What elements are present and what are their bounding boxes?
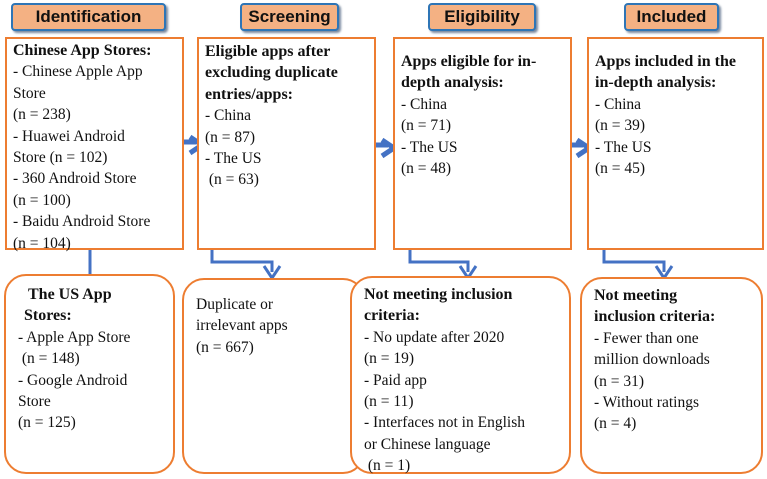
box-title: excluding duplicate: [205, 64, 338, 82]
list-item: - 360 Android Store: [13, 170, 137, 188]
list-item: - The US: [595, 138, 652, 156]
list-item: - The US: [205, 150, 262, 168]
list-item: (n = 11): [364, 393, 414, 411]
list-item: (n = 125): [18, 414, 76, 432]
list-item: - No update after 2020: [364, 328, 505, 346]
list-item: (n = 45): [595, 160, 646, 178]
list-item: (n = 238): [13, 106, 71, 124]
list-item: - Chinese Apple App: [13, 63, 143, 81]
us-app-stores-box: The US App Stores: - Apple App Store (n …: [4, 274, 175, 474]
list-item: (n = 87): [205, 128, 256, 146]
arrow-screening-excluded: [210, 248, 274, 272]
box-title: entries/apps:: [205, 85, 293, 103]
header-screening: Screening: [240, 3, 339, 31]
included-excluded-box: Not meeting inclusion criteria: - Fewer …: [580, 277, 763, 474]
list-item: (n = 63): [205, 171, 259, 189]
list-item: - Huawei Android: [13, 127, 125, 145]
list-item: Duplicate or: [196, 296, 274, 313]
list-item: Store: [18, 393, 51, 411]
list-item: (n = 100): [13, 191, 71, 209]
header-included: Included: [624, 3, 719, 31]
list-item: - Baidu Android Store: [13, 213, 151, 231]
arrow-included-excluded: [602, 248, 666, 272]
screening-box: Eligible apps after excluding duplicate …: [197, 37, 376, 250]
eligibility-box: Apps eligible for in- depth analysis: - …: [393, 37, 572, 250]
list-item: (n = 39): [595, 117, 646, 135]
box-title: depth analysis:: [401, 74, 504, 92]
list-item: Store (n = 102): [13, 149, 108, 167]
list-item: - Interfaces not in English: [364, 414, 525, 432]
box-title: Eligible apps after: [205, 43, 331, 60]
list-item: - Without ratings: [594, 394, 699, 412]
box-title: Apps included in the: [595, 53, 736, 70]
chinese-app-stores-box: Chinese App Stores: - Chinese Apple App …: [5, 37, 184, 252]
box-title: criteria:: [364, 307, 420, 325]
list-item: - Apple App Store: [18, 328, 131, 346]
header-eligibility: Eligibility: [428, 3, 536, 31]
box-title: Not meeting inclusion: [364, 286, 513, 303]
list-item: (n = 1): [364, 457, 411, 475]
list-item: (n = 148): [18, 350, 80, 368]
list-item: (n = 4): [594, 415, 637, 433]
list-item: (n = 667): [196, 338, 254, 356]
list-item: - China: [205, 107, 252, 125]
box-title: Chinese App Stores:: [13, 42, 152, 59]
list-item: irrelevant apps: [196, 317, 288, 335]
list-item: - Google Android: [18, 371, 128, 389]
box-title: Not meeting: [594, 287, 678, 304]
list-item: - Paid app: [364, 371, 427, 389]
list-item: - China: [401, 95, 448, 113]
box-title: Stores:: [24, 307, 72, 325]
box-title: inclusion criteria:: [594, 308, 716, 326]
list-item: Store: [13, 84, 46, 102]
list-item: (n = 31): [594, 372, 645, 390]
box-title: The US App: [28, 286, 112, 303]
list-item: million downloads: [594, 351, 710, 369]
box-title: in-depth analysis:: [595, 74, 717, 92]
list-item: - Fewer than one: [594, 329, 699, 347]
list-item: or Chinese language: [364, 435, 491, 453]
header-identification: Identification: [11, 3, 166, 31]
list-item: (n = 19): [364, 350, 415, 368]
arrow-eligibility-excluded: [408, 248, 470, 272]
screening-excluded-box: Duplicate or irrelevant apps (n = 667): [182, 278, 365, 474]
list-item: (n = 48): [401, 160, 452, 178]
arrow-to-eligibility: [375, 137, 399, 159]
eligibility-excluded-box: Not meeting inclusion criteria: - No upd…: [350, 276, 571, 474]
list-item: (n = 104): [13, 234, 71, 252]
included-box: Apps included in the in-depth analysis: …: [587, 37, 764, 250]
list-item: - The US: [401, 138, 458, 156]
box-title: Apps eligible for in-: [401, 53, 537, 70]
list-item: - China: [595, 95, 642, 113]
list-item: (n = 71): [401, 117, 452, 135]
